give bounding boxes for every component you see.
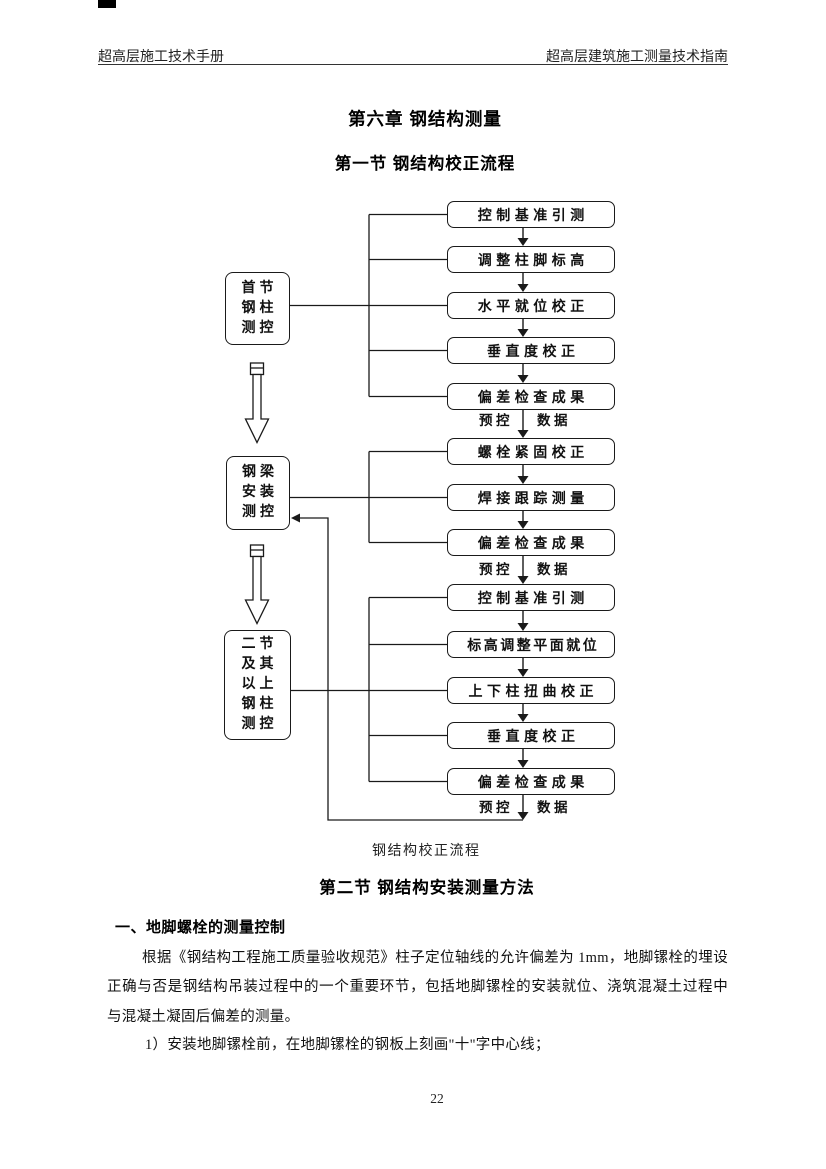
hollow-down-arrow-2-icon (244, 544, 270, 625)
header-right: 超高层建筑施工测量技术指南 (546, 50, 728, 65)
page-number: 22 (430, 1091, 444, 1106)
flow-step: 螺栓紧固校正 (447, 438, 615, 465)
connector-tree-group2 (290, 450, 447, 544)
section1-title: 第一节 钢结构校正流程 (334, 155, 516, 173)
flowchart-caption: 钢结构校正流程 (372, 844, 481, 859)
flow-step: 控制基准引测 (447, 584, 615, 611)
arrow-label-data: 数据 (537, 413, 571, 428)
chapter-title: 第六章 钢结构测量 (348, 109, 502, 129)
arrow-label-precontrol: 预控 (479, 413, 513, 428)
connector-tree-group3 (291, 596, 447, 783)
hollow-down-arrow-1-icon (244, 362, 270, 444)
scan-mark (98, 0, 116, 8)
flow-step: 标高调整平面就位 (447, 631, 615, 658)
flow-step: 水平就位校正 (447, 292, 615, 319)
flow-step: 上下柱扭曲校正 (447, 677, 615, 704)
arrow-label-data: 数据 (537, 562, 571, 577)
connector-tree-group1 (290, 213, 447, 398)
flow-step: 调整柱脚标高 (447, 246, 615, 273)
section2-title: 第二节 钢结构安装测量方法 (319, 879, 535, 897)
flow-down-arrows-icon (517, 228, 529, 820)
flow-step: 控制基准引测 (447, 201, 615, 228)
subheading-anchor-bolts: 一、地脚螺栓的测量控制 (115, 919, 286, 936)
flow-step: 垂直度校正 (447, 337, 615, 364)
arrow-label-precontrol: 预控 (479, 800, 513, 815)
stage-box-beam-install: 钢梁 安装 测控 (226, 456, 290, 530)
flow-step: 偏差检查成果 (447, 768, 615, 795)
header-rule (98, 64, 728, 65)
body-list-item-1: 1）安装地脚镙栓前，在地脚镙栓的钢板上刻画"十"字中心线； (145, 1037, 550, 1053)
feedback-loop-arrow-icon (291, 513, 523, 821)
stage-box-upper-columns: 二节 及其 以上 钢柱 测控 (224, 630, 291, 740)
flow-step: 焊接跟踪测量 (447, 484, 615, 511)
stage-box-first-column: 首节 钢柱 测控 (225, 272, 290, 345)
header-left: 超高层施工技术手册 (98, 50, 224, 65)
flow-step: 垂直度校正 (447, 722, 615, 749)
body-paragraph: 根据《钢结构工程施工质量验收规范》柱子定位轴线的允许偏差为 1mm，地脚镙栓的埋… (107, 950, 728, 1025)
flow-step: 偏差检查成果 (447, 529, 615, 556)
arrow-label-data: 数据 (537, 800, 571, 815)
flowchart-connectors (244, 213, 529, 821)
flow-step: 偏差检查成果 (447, 383, 615, 410)
arrow-label-precontrol: 预控 (479, 562, 513, 577)
